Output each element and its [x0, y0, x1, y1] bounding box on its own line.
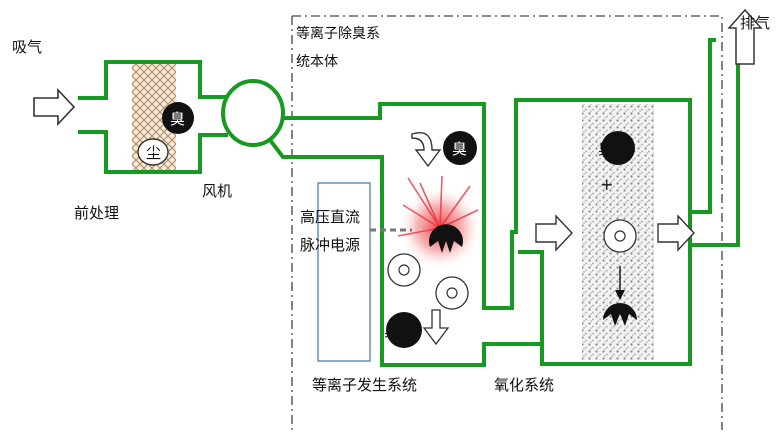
plasma-system-label: 等离子发生系统 — [312, 376, 417, 394]
intake-label: 吸气 — [12, 38, 42, 56]
flow-arrow-down — [411, 132, 442, 168]
flow-arrow-ox-out — [657, 214, 695, 252]
exhaust-label: 排气 — [740, 14, 770, 32]
oxidation-system-label: 氧化系统 — [494, 376, 554, 394]
plus-sign: + — [600, 175, 613, 194]
odor-glyph: 臭 — [170, 110, 185, 128]
oxygen-radical-ox — [603, 219, 637, 253]
odor-particle-ox — [601, 131, 635, 165]
oxygen-radical-1 — [387, 253, 421, 287]
flow-arrow-out — [422, 309, 450, 346]
system-body-frame — [292, 15, 723, 430]
fan-label: 风机 — [202, 182, 232, 200]
odor-glyph-ox: 臭 — [598, 140, 613, 158]
odor-particle — [162, 102, 194, 134]
power-supply-box — [317, 182, 371, 362]
system-body-label-1: 等离子除臭系 — [296, 25, 380, 42]
pretreatment-label: 前处理 — [74, 204, 119, 222]
system-body-label-2: 统本体 — [296, 54, 338, 70]
intake-arrow — [33, 87, 76, 127]
broken-odor-particle — [429, 224, 463, 253]
exhaust-arrow — [727, 8, 763, 65]
decomposed-particle — [603, 303, 637, 326]
pretreatment-housing — [78, 60, 228, 174]
dust-particle — [137, 138, 169, 166]
oxygen-radical-2 — [435, 276, 469, 310]
oxidation-housing — [518, 98, 692, 344]
power-label-2: 脉冲电源 — [300, 236, 360, 254]
odor-particle-inlet — [443, 131, 477, 165]
dust-glyph: 尘 — [146, 144, 161, 162]
power-label-1: 高压直流 — [300, 208, 360, 226]
odor-particle-lower — [386, 312, 422, 348]
odor-glyph-inlet: 臭 — [452, 140, 467, 158]
exhaust-pipe — [690, 40, 740, 247]
odor-glyph-lower: 臭 — [384, 322, 399, 340]
flow-arrow-ox-in — [535, 214, 573, 252]
fan — [221, 79, 285, 147]
